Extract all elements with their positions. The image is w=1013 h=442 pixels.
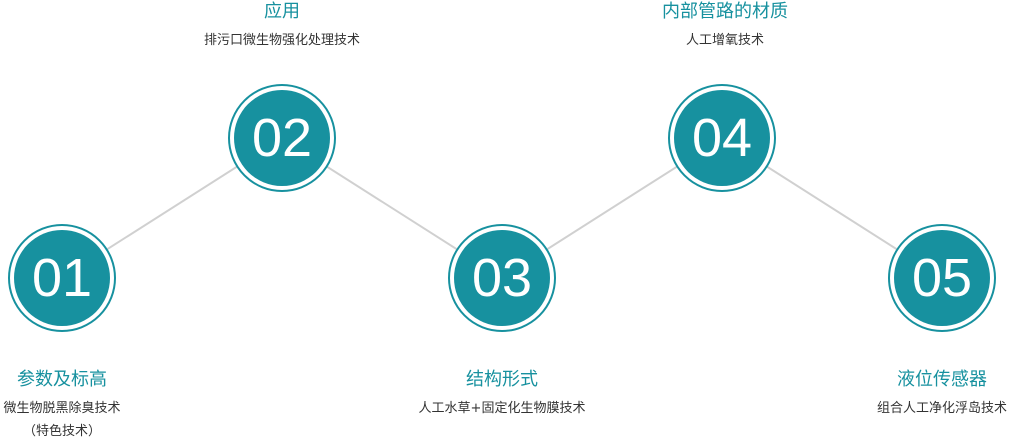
step-number: 03: [454, 230, 550, 326]
step-number: 02: [234, 90, 330, 186]
step-subtitle: 人工增氧技术: [685, 33, 764, 48]
step-01-circle: 01: [8, 224, 116, 332]
step-02-circle: 02: [228, 84, 336, 192]
step-title: 内部管路的材质: [662, 1, 788, 22]
step-subtitle: 排污口微生物强化处理技术: [203, 33, 360, 48]
step-04-label: 内部管路的材质 人工增氧技术: [595, 0, 855, 54]
step-title: 参数及标高: [17, 369, 107, 390]
step-number: 01: [14, 230, 110, 326]
step-subtitle: 微生物脱黑除臭技术: [3, 401, 121, 416]
step-number: 04: [674, 90, 770, 186]
step-subtitle: 组合人工净化浮岛技术: [876, 401, 1007, 416]
step-03-label: 结构形式 人工水草+固定化生物膜技术: [372, 368, 632, 422]
step-05-circle: 05: [888, 224, 996, 332]
step-number: 05: [894, 230, 990, 326]
step-title: 应用: [264, 1, 300, 22]
step-03-circle: 03: [448, 224, 556, 332]
step-05-label: 液位传感器 组合人工净化浮岛技术: [812, 368, 1013, 422]
step-04-circle: 04: [668, 84, 776, 192]
step-subtitle: 人工水草+固定化生物膜技术: [418, 401, 586, 416]
step-subtitle-note: （特色技术）: [22, 424, 101, 439]
step-title: 液位传感器: [897, 369, 987, 390]
step-01-label: 参数及标高 微生物脱黑除臭技术 （特色技术）: [0, 368, 192, 442]
step-title: 结构形式: [466, 369, 538, 390]
step-02-label: 应用 排污口微生物强化处理技术: [152, 0, 412, 54]
